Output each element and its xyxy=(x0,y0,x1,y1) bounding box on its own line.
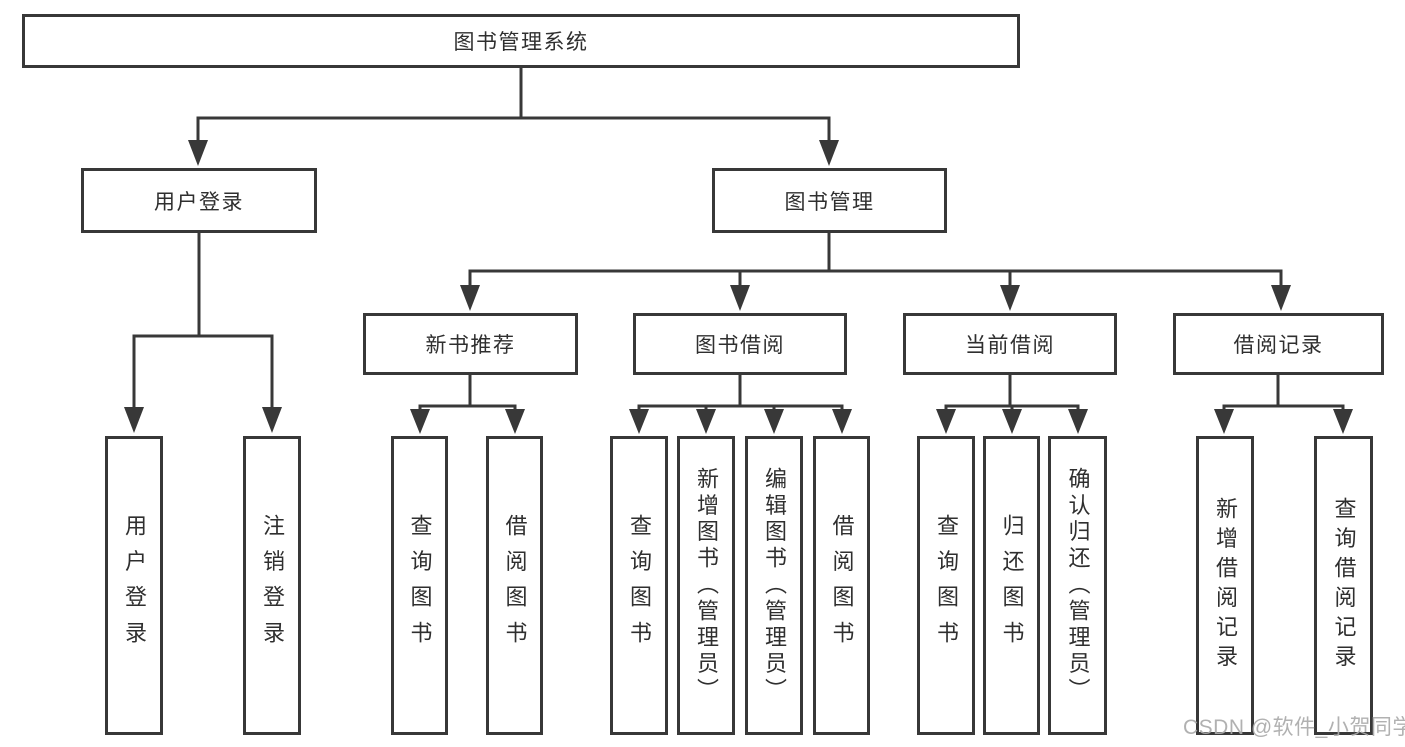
node-library-system-label: 图书管理系统 xyxy=(453,31,589,54)
node-leaf-confirm-return-admin-label: 确认归还（管理员） xyxy=(1065,466,1091,705)
node-borrow-records-label: 借阅记录 xyxy=(1233,334,1324,357)
node-leaf-edit-book-admin-label: 编辑图书（管理员） xyxy=(762,466,787,705)
node-leaf-borrow-books-label: 借阅图书 xyxy=(829,514,855,657)
node-leaf-query-books-borrow-label: 查询图书 xyxy=(627,514,652,657)
node-leaf-query-books-borrow: 查询图书 xyxy=(610,436,668,735)
node-leaf-confirm-return-admin: 确认归还（管理员） xyxy=(1048,436,1107,735)
node-leaf-return-book-label: 归还图书 xyxy=(999,514,1025,657)
node-leaf-borrow-books: 借阅图书 xyxy=(813,436,870,735)
node-leaf-user-login: 用户登录 xyxy=(105,436,163,735)
node-library-system: 图书管理系统 xyxy=(22,14,1020,68)
connector-user-login-to-children xyxy=(124,233,282,433)
node-user-login: 用户登录 xyxy=(81,168,317,233)
node-leaf-query-books-current-label: 查询图书 xyxy=(934,514,959,657)
node-leaf-query-books-recommend: 查询图书 xyxy=(391,436,448,735)
connector-new-book-recommend-to-children xyxy=(410,375,525,434)
node-current-borrow: 当前借阅 xyxy=(903,313,1117,375)
node-leaf-query-borrow-record: 查询借阅记录 xyxy=(1314,436,1373,735)
node-book-management: 图书管理 xyxy=(712,168,947,233)
connector-current-borrow-to-children xyxy=(936,375,1088,434)
node-leaf-logout: 注销登录 xyxy=(243,436,301,735)
node-leaf-add-borrow-record-label: 新增借阅记录 xyxy=(1213,497,1238,674)
node-book-borrow: 图书借阅 xyxy=(633,313,847,375)
node-leaf-borrow-books-recommend-label: 借阅图书 xyxy=(502,514,528,657)
watermark: CSDN @软件_小贺同学 xyxy=(1183,716,1405,739)
node-borrow-records: 借阅记录 xyxy=(1173,313,1384,375)
node-user-login-label: 用户登录 xyxy=(154,190,244,214)
node-new-book-recommend-label: 新书推荐 xyxy=(425,334,516,357)
node-leaf-query-books-current: 查询图书 xyxy=(917,436,975,735)
node-leaf-user-login-label: 用户登录 xyxy=(122,514,147,657)
connector-borrow-records-to-children xyxy=(1214,375,1353,434)
node-leaf-query-borrow-record-label: 查询借阅记录 xyxy=(1331,497,1357,674)
node-leaf-borrow-books-recommend: 借阅图书 xyxy=(486,436,543,735)
node-book-borrow-label: 图书借阅 xyxy=(695,334,785,357)
node-leaf-edit-book-admin: 编辑图书（管理员） xyxy=(745,436,803,735)
node-leaf-add-book-admin: 新增图书（管理员） xyxy=(677,436,735,735)
connector-book-borrow-to-children xyxy=(629,375,852,434)
connector-root-to-level2 xyxy=(188,68,839,166)
node-leaf-add-book-admin-label: 新增图书（管理员） xyxy=(694,466,719,705)
node-leaf-logout-label: 注销登录 xyxy=(260,514,285,657)
node-leaf-return-book: 归还图书 xyxy=(983,436,1040,735)
node-leaf-query-books-recommend-label: 查询图书 xyxy=(407,514,433,657)
node-book-management-label: 图书管理 xyxy=(784,190,875,214)
node-new-book-recommend: 新书推荐 xyxy=(363,313,578,375)
connector-book-management-to-level3 xyxy=(460,233,1291,311)
node-leaf-add-borrow-record: 新增借阅记录 xyxy=(1196,436,1254,735)
node-current-borrow-label: 当前借阅 xyxy=(965,334,1055,357)
